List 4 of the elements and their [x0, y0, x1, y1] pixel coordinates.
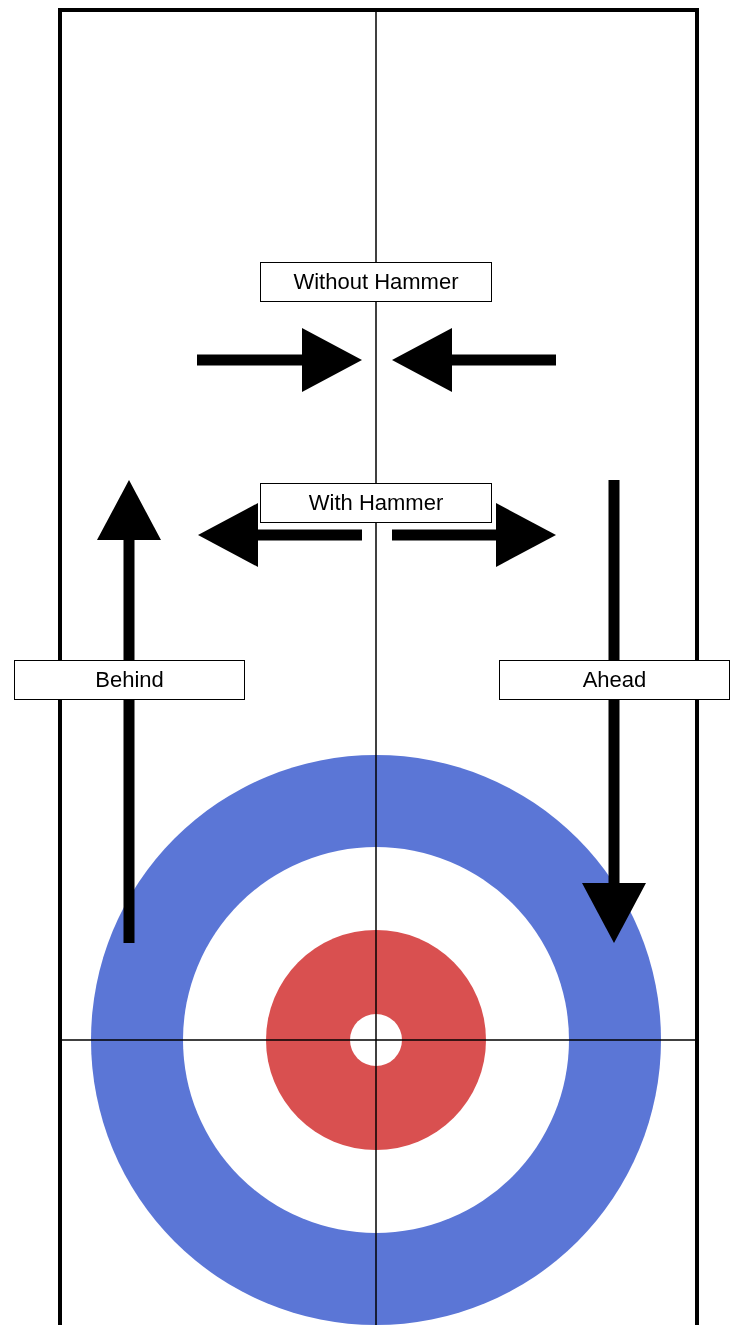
direction-label: Behind [14, 660, 245, 700]
direction-label: Without Hammer [260, 262, 492, 302]
direction-label: Ahead [499, 660, 730, 700]
direction-label: With Hammer [260, 483, 492, 523]
